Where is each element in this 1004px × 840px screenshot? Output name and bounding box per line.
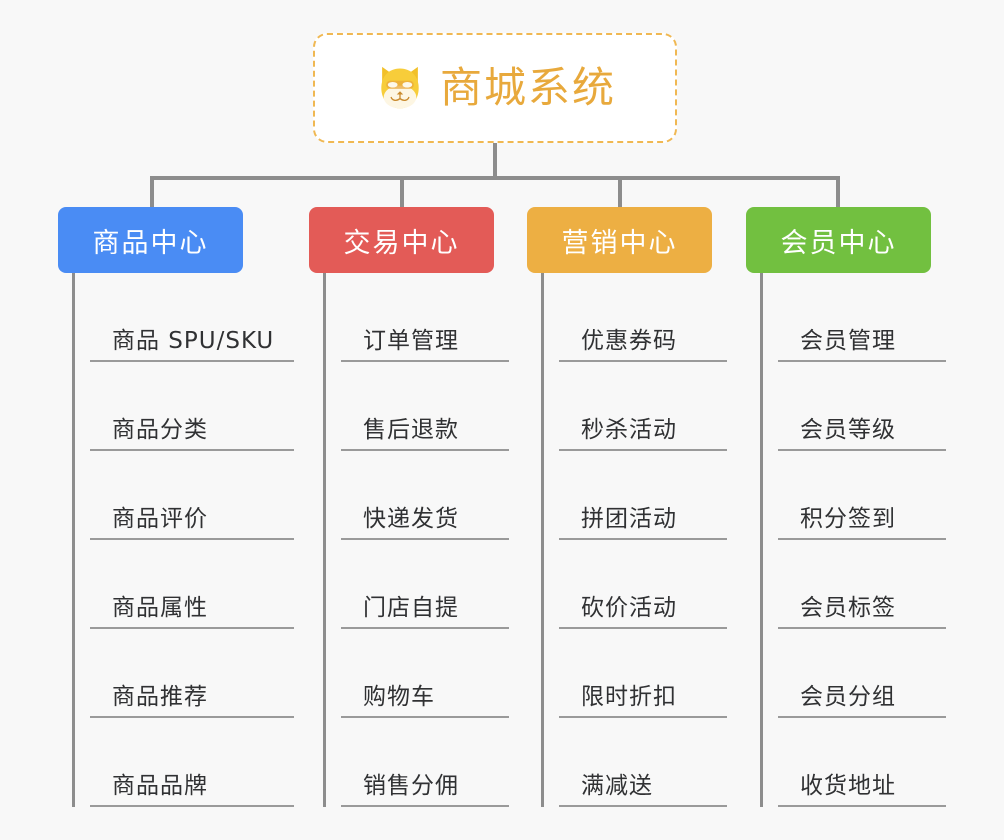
list-item[interactable]: 会员管理 [778, 273, 946, 362]
dog-face-icon [381, 66, 419, 109]
list-item[interactable]: 满减送 [559, 718, 727, 807]
list-item[interactable]: 积分签到 [778, 451, 946, 540]
category-title: 营销中心 [561, 227, 678, 259]
branch-column-member: 会员中心 会员管理 会员等级 积分签到 会员标签 会员分组 收货地址 [746, 207, 946, 807]
category-title: 会员中心 [780, 227, 897, 259]
leaf-list-product: 商品 SPU/SKU 商品分类 商品评价 商品属性 商品推荐 商品品牌 [72, 273, 294, 807]
list-item[interactable]: 收货地址 [778, 718, 946, 807]
category-header-member[interactable]: 会员中心 [746, 207, 931, 273]
leaf-label: 商品推荐 [112, 683, 208, 710]
leaf-label: 快递发货 [363, 505, 459, 532]
leaf-label: 商品 SPU/SKU [112, 327, 275, 354]
list-item[interactable]: 商品推荐 [90, 629, 294, 718]
list-item[interactable]: 会员等级 [778, 362, 946, 451]
branch-column-marketing: 营销中心 优惠券码 秒杀活动 拼团活动 砍价活动 限时折扣 满减送 [527, 207, 727, 807]
list-item[interactable]: 商品 SPU/SKU [90, 273, 294, 362]
leaf-label: 拼团活动 [581, 505, 677, 532]
list-item[interactable]: 拼团活动 [559, 451, 727, 540]
leaf-label: 满减送 [581, 772, 653, 799]
connector-root-stem [493, 143, 497, 179]
leaf-label: 积分签到 [800, 505, 896, 532]
list-item[interactable]: 商品属性 [90, 540, 294, 629]
leaf-label: 优惠券码 [581, 327, 677, 354]
list-item[interactable]: 砍价活动 [559, 540, 727, 629]
category-header-product[interactable]: 商品中心 [58, 207, 243, 273]
connector-drop-2 [400, 176, 404, 208]
connector-drop-4 [836, 176, 840, 208]
leaf-label: 订单管理 [363, 327, 459, 354]
leaf-label: 秒杀活动 [581, 416, 677, 443]
connector-horizontal-bus [150, 176, 840, 180]
leaf-label: 会员管理 [800, 327, 896, 354]
branch-column-product: 商品中心 商品 SPU/SKU 商品分类 商品评价 商品属性 商品推荐 商品品牌 [58, 207, 294, 807]
branch-column-trade: 交易中心 订单管理 售后退款 快递发货 门店自提 购物车 销售分佣 [309, 207, 509, 807]
list-item[interactable]: 门店自提 [341, 540, 509, 629]
list-item[interactable]: 购物车 [341, 629, 509, 718]
leaf-label: 会员等级 [800, 416, 896, 443]
leaf-label: 会员分组 [800, 683, 896, 710]
leaf-label: 砍价活动 [581, 594, 677, 621]
list-item[interactable]: 售后退款 [341, 362, 509, 451]
list-item[interactable]: 会员标签 [778, 540, 946, 629]
list-item[interactable]: 商品评价 [90, 451, 294, 540]
leaf-label: 收货地址 [800, 772, 896, 799]
leaf-label: 购物车 [363, 683, 435, 710]
list-item[interactable]: 限时折扣 [559, 629, 727, 718]
list-item[interactable]: 商品品牌 [90, 718, 294, 807]
leaf-label: 门店自提 [363, 594, 459, 621]
list-item[interactable]: 商品分类 [90, 362, 294, 451]
leaf-label: 销售分佣 [363, 772, 459, 799]
category-title: 交易中心 [343, 227, 460, 259]
leaf-label: 限时折扣 [581, 683, 677, 710]
connector-drop-1 [150, 176, 154, 208]
list-item[interactable]: 优惠券码 [559, 273, 727, 362]
leaf-label: 商品属性 [112, 594, 208, 621]
list-item[interactable]: 秒杀活动 [559, 362, 727, 451]
leaf-label: 商品品牌 [112, 772, 208, 799]
leaf-list-marketing: 优惠券码 秒杀活动 拼团活动 砍价活动 限时折扣 满减送 [541, 273, 727, 807]
list-item[interactable]: 订单管理 [341, 273, 509, 362]
root-node[interactable]: 商城系统 [313, 33, 677, 143]
category-header-trade[interactable]: 交易中心 [309, 207, 494, 273]
leaf-label: 商品分类 [112, 416, 208, 443]
list-item[interactable]: 会员分组 [778, 629, 946, 718]
leaf-label: 商品评价 [112, 505, 208, 532]
category-title: 商品中心 [92, 227, 209, 259]
leaf-list-trade: 订单管理 售后退款 快递发货 门店自提 购物车 销售分佣 [323, 273, 509, 807]
category-header-marketing[interactable]: 营销中心 [527, 207, 712, 273]
leaf-list-member: 会员管理 会员等级 积分签到 会员标签 会员分组 收货地址 [760, 273, 946, 807]
root-title: 商城系统 [439, 63, 616, 112]
connector-drop-3 [618, 176, 622, 208]
leaf-label: 售后退款 [363, 416, 459, 443]
list-item[interactable]: 销售分佣 [341, 718, 509, 807]
leaf-label: 会员标签 [800, 594, 896, 621]
list-item[interactable]: 快递发货 [341, 451, 509, 540]
